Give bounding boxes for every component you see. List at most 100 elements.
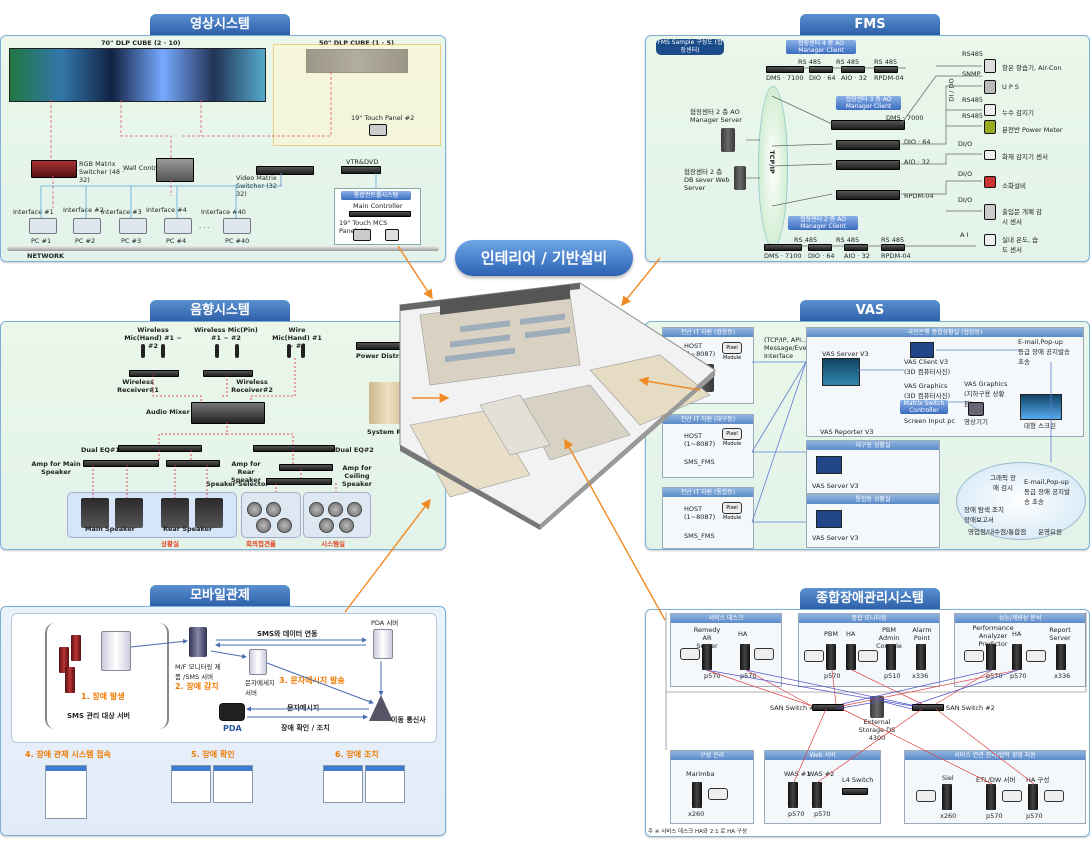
target-server-2 bbox=[71, 635, 81, 661]
fms-rs485-f: RS 485 bbox=[881, 236, 905, 244]
fms-dio64-label-c: DIO · 64 bbox=[808, 252, 835, 260]
video-matrix-switcher bbox=[256, 166, 314, 175]
fault-alarm: Alarm Point bbox=[912, 626, 932, 642]
fms-di-2: DI/O bbox=[958, 170, 973, 178]
fault-oracle-1 bbox=[680, 648, 700, 660]
main-controller bbox=[349, 211, 411, 217]
vas-it3-header: 전산 IT 자원 (통합동) bbox=[663, 488, 753, 497]
main-speaker-label: Main Speaker bbox=[85, 525, 135, 533]
vas-client-monitor bbox=[910, 342, 934, 358]
fms-aio32-bot bbox=[844, 244, 868, 251]
video-links bbox=[40, 72, 377, 218]
system-rack-label: System Rack bbox=[367, 428, 414, 436]
fault-panel: 서비스 데스크 Remedy AR Server HA p570 p570 종합… bbox=[645, 609, 1090, 837]
fault-siel-srv bbox=[942, 784, 952, 810]
cube70-label: 70" DLP CUBE (2 · 10) bbox=[101, 39, 181, 47]
vas-cell-icon bbox=[968, 402, 984, 416]
fault-ext-storage bbox=[870, 696, 884, 718]
fms-rs485-r1: RS485 bbox=[962, 50, 984, 58]
fault-p570-7: p570 bbox=[814, 810, 831, 818]
ceiling-spk-5 bbox=[309, 502, 324, 517]
mobile-panel: 1. 장애 발생 SMS 관리 대상 서버 M/F 모니터링 제품 /SMS 서… bbox=[0, 606, 446, 836]
rear-speaker-2 bbox=[195, 498, 223, 528]
fault-inter-header: 서비스 연관 관리/협력 경영 지원 bbox=[905, 751, 1085, 760]
fms-dms7100-top bbox=[766, 66, 804, 73]
fault-p570-1: p570 bbox=[704, 672, 721, 680]
confirm-label: 장애 확인 / 조치 bbox=[281, 724, 330, 732]
vas-host-3: HOST (1~8087) bbox=[684, 505, 716, 521]
step3-label: 3. 문자메시지 발송 bbox=[279, 676, 345, 685]
fault-san2-label: SAN Switch #2 bbox=[946, 704, 995, 712]
fms-right-8: 실내 온도, 습도 센서 bbox=[1002, 236, 1039, 254]
vas-pixel-1: Pixel Module bbox=[722, 342, 742, 361]
target-server-1 bbox=[59, 647, 69, 673]
fault-ha-srv-1 bbox=[740, 644, 750, 670]
fms-right-5: 화재 감지기 센서 bbox=[1002, 153, 1048, 161]
vas-graphic-alert: 그래픽 장애 검시 bbox=[990, 474, 1016, 492]
video-panel: 70" DLP CUBE (2 · 10) 50" DLP CUBE (1 · … bbox=[0, 35, 446, 262]
fms-rs485-c: RS 485 bbox=[874, 58, 898, 66]
touch-panel-2-label: 19" Touch Panel #2 bbox=[351, 114, 415, 122]
network-bar bbox=[7, 246, 439, 251]
vas-board3-server: VAS Server V3 bbox=[812, 534, 859, 542]
fms-right-2: U P S bbox=[1002, 83, 1019, 91]
fms-rpdm04-label-a: RPDM-04 bbox=[874, 74, 904, 82]
fault-p570-8: p570 bbox=[986, 812, 1003, 820]
fault-x336-1: x336 bbox=[912, 672, 929, 680]
ceiling-spk-1 bbox=[247, 502, 262, 517]
receiver-1-label: Wireless Receiver#1 bbox=[117, 378, 159, 394]
fault-remedy-srv bbox=[702, 644, 712, 670]
integrated-control-header: 통합컨트롤시스템 bbox=[341, 191, 411, 200]
fms-di-1: DI/O bbox=[958, 140, 973, 148]
fault-svc-header: 서비스 데스크 bbox=[671, 614, 781, 623]
msg-label: 문자메시지 bbox=[287, 704, 320, 712]
amp-ceiling-label: Amp for Ceiling Speaker bbox=[342, 464, 372, 488]
fault-san2 bbox=[912, 704, 944, 711]
fault-report: Report Server bbox=[1049, 626, 1071, 642]
vas-links bbox=[751, 349, 1052, 523]
vas-board2-monitor bbox=[816, 456, 842, 474]
mic-pin-2 bbox=[235, 344, 239, 358]
pda-server bbox=[373, 629, 393, 659]
fault-oracle-4 bbox=[1026, 650, 1046, 662]
fms-rs485-r3: RS485 bbox=[962, 112, 984, 120]
receiver-2-label: Wireless Receiver#2 bbox=[231, 378, 273, 394]
vas-panel: 전산 IT 자원 (협장동) HOST (1~8087) Pixel Modul… bbox=[645, 321, 1090, 550]
audio-links bbox=[92, 358, 337, 498]
fault-db-6 bbox=[1044, 790, 1064, 802]
fms-dms7100-label-b: DMS · 7100 bbox=[764, 252, 802, 260]
msg-server-label: 문자메세지 서버 bbox=[245, 679, 275, 697]
fault-tab: 종합장애관리시스템 bbox=[800, 588, 940, 610]
interface-4: Interface #4 bbox=[146, 206, 187, 214]
vas-result3: 운영요원 bbox=[1038, 528, 1062, 536]
vas-matrix: Matrix Switch Controller bbox=[900, 400, 948, 414]
mic-pin-1 bbox=[215, 344, 219, 358]
rgb-matrix-switcher bbox=[31, 160, 77, 178]
fms-tcpip-ellipse bbox=[758, 86, 788, 248]
fms-aio32-label-a: AIO · 32 bbox=[841, 74, 867, 82]
vas-host-2: HOST (1~8087) bbox=[684, 432, 716, 448]
fault-perf-header: 성능/계량성 분석 bbox=[955, 614, 1085, 623]
fault-p570-6: p570 bbox=[788, 810, 805, 818]
ceiling-spk-9 bbox=[339, 518, 354, 533]
pda-device bbox=[219, 703, 245, 721]
mobile-tab: 모바일관제 bbox=[150, 585, 290, 607]
vas-server-monitor bbox=[822, 358, 860, 386]
fms-ao-server bbox=[721, 128, 735, 152]
vas-tab: VAS bbox=[800, 300, 940, 322]
vas-cell-label: 영상기기 bbox=[964, 418, 988, 426]
room-situation-label: 상황실 bbox=[161, 540, 179, 548]
fms-sample-badge: FMS Sample 구성도 (협장센터) bbox=[656, 39, 724, 55]
pc-40 bbox=[223, 218, 251, 234]
vas-sms-2: SMS_FMS bbox=[684, 458, 715, 466]
fault-note: 주 ※ 서비스 데스크 HA와 2:1 로 HA 구성 bbox=[648, 829, 747, 835]
vas-it2-box: 전산 IT 자원 (대구동) bbox=[662, 414, 754, 478]
pda-server-label: PDA 서버 bbox=[371, 619, 399, 627]
pc-1 bbox=[29, 218, 57, 234]
fms-ai: A I bbox=[960, 231, 969, 239]
vas-main-header: 국민은행 종합상황실 (협장동) bbox=[807, 328, 1083, 337]
ceiling-spk-2 bbox=[266, 502, 281, 517]
fault-ha-1: HA bbox=[738, 630, 748, 638]
fault-x260-2: x260 bbox=[940, 812, 957, 820]
fault-p510: p510 bbox=[884, 672, 901, 680]
